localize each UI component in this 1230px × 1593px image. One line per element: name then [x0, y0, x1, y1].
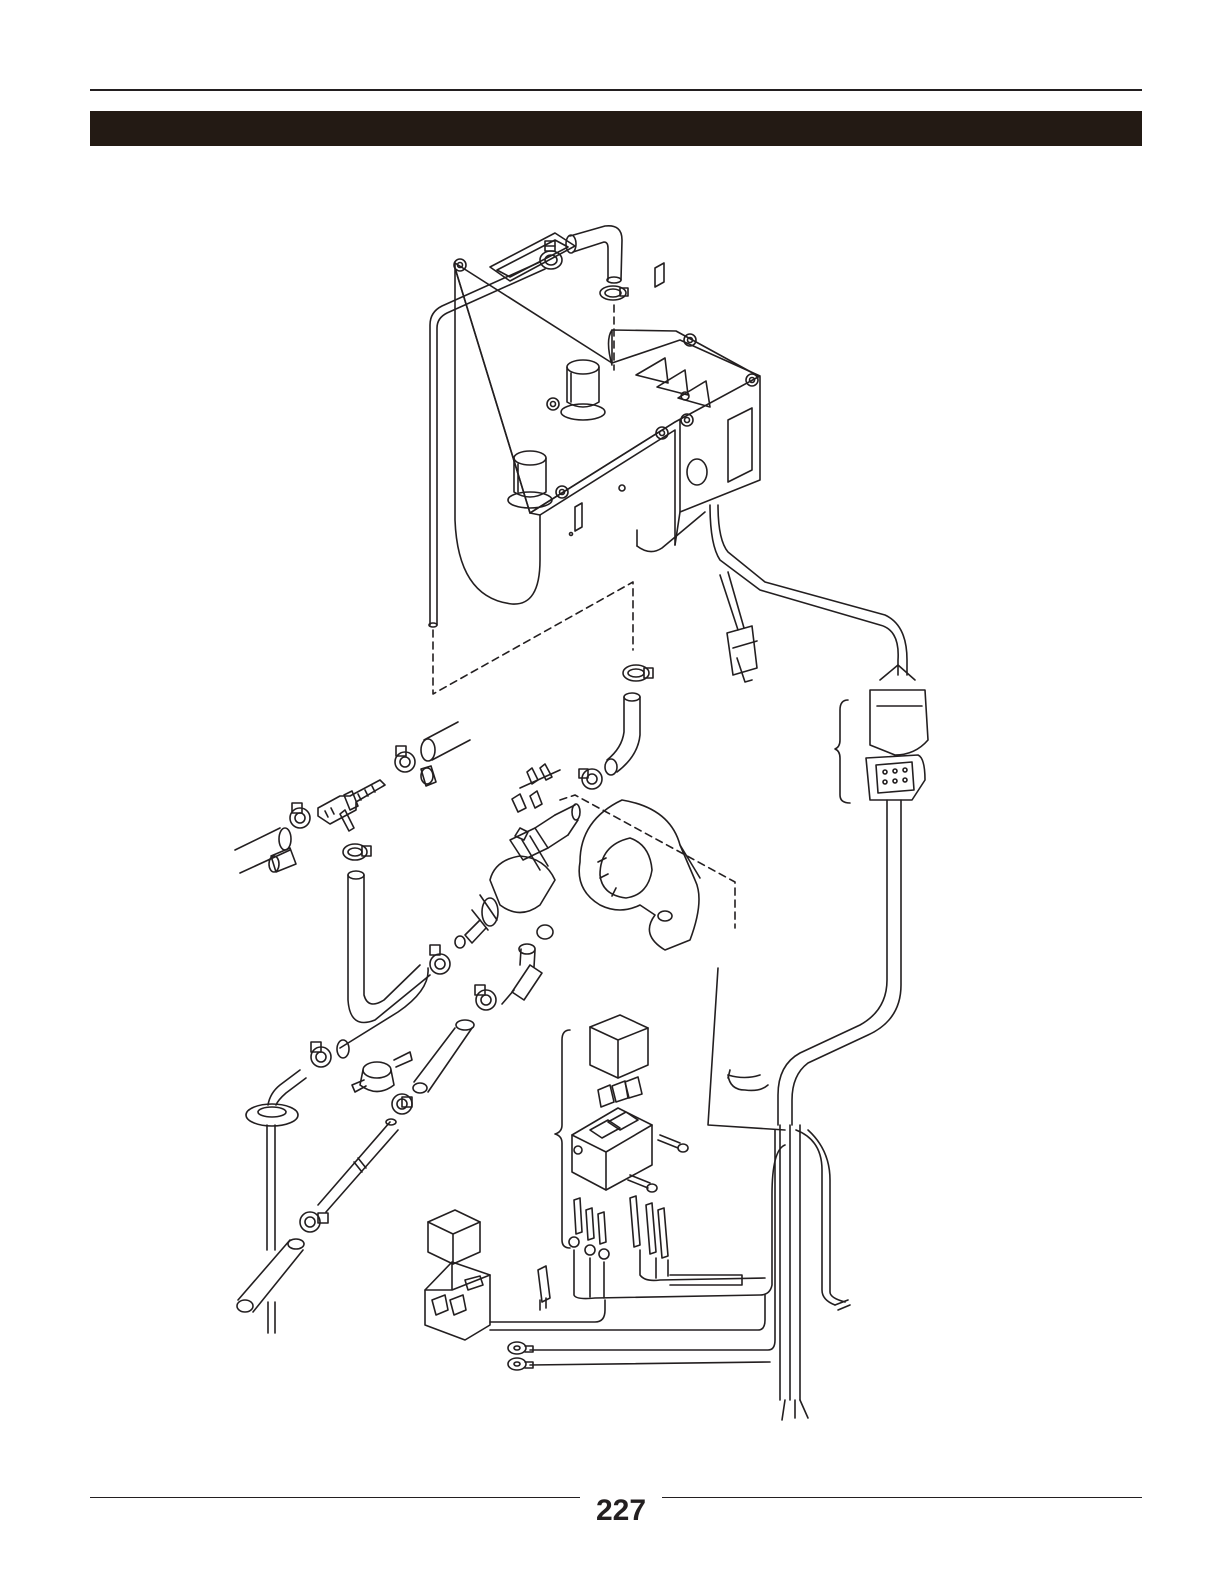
fuel-hose — [236, 1238, 305, 1334]
fuel-hose — [336, 870, 431, 1059]
ring-terminals — [507, 1341, 534, 1371]
fuel-filter — [351, 1051, 413, 1093]
hose-clamp — [394, 745, 416, 773]
fuel-hose — [412, 1019, 475, 1094]
hose-clamp — [474, 984, 497, 1011]
hose-clamp — [299, 1211, 329, 1233]
pump-mounting-bracket — [578, 799, 701, 951]
relay — [427, 1209, 481, 1265]
fuel-standpipe — [245, 1069, 307, 1251]
hose-clamp — [578, 768, 603, 790]
footer-rule — [662, 1497, 1142, 1498]
header-rule — [90, 89, 1142, 91]
fuse-holder — [571, 1107, 653, 1191]
fuel-hose — [501, 924, 554, 1005]
wiring-harness — [489, 1129, 786, 1366]
relay — [589, 1014, 649, 1079]
coolant-hose-elbow — [565, 224, 623, 284]
fuel-t-piece — [317, 779, 386, 832]
footer-rule — [90, 1497, 580, 1498]
page-number: 227 — [595, 1494, 647, 1527]
hose-clamp — [429, 944, 451, 975]
coolant-port — [507, 450, 553, 509]
hose-clamp — [289, 802, 311, 829]
hose-clamp — [391, 1093, 413, 1115]
title-band — [90, 111, 1142, 146]
wiring-harness — [709, 504, 908, 683]
coolant-port — [560, 359, 606, 421]
fuel-hose — [317, 1118, 399, 1213]
hose-clamp — [622, 664, 654, 682]
hose-clamp — [342, 843, 372, 861]
coolant-hose-elbow — [604, 692, 641, 776]
ring-terminals — [511, 763, 561, 813]
hose-clamp — [539, 240, 563, 270]
relay-base — [424, 1261, 491, 1341]
exhaust-pipe — [420, 721, 471, 787]
fuel-hose — [234, 827, 297, 874]
wiring-harness — [777, 799, 902, 1421]
hose-clamp — [310, 1041, 332, 1068]
ring-terminals — [537, 1195, 669, 1311]
dosing-pump — [454, 803, 581, 949]
blade-fuses — [597, 1076, 643, 1108]
screw — [627, 1134, 689, 1193]
harness-connector-pair — [834, 664, 929, 804]
coolant-hose-upper — [428, 261, 546, 628]
cable-tie — [727, 1069, 769, 1092]
hose-clamp — [599, 285, 629, 301]
heater-unit — [453, 232, 761, 605]
